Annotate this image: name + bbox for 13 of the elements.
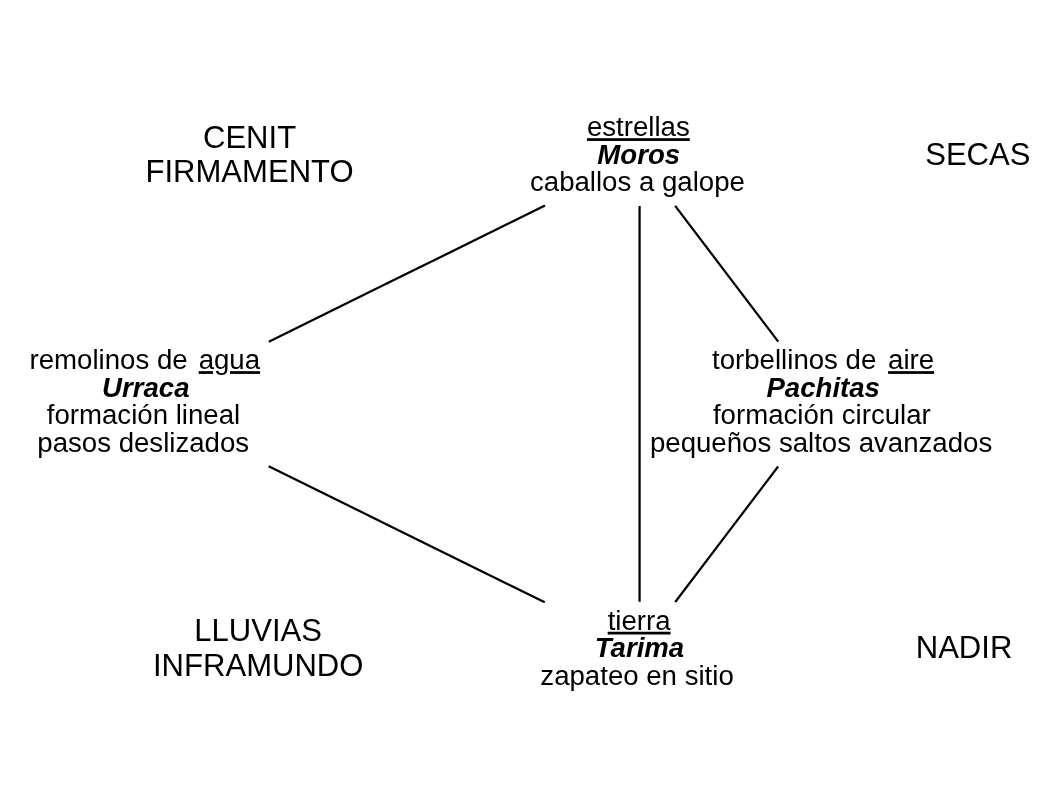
label: SECAS — [925, 136, 1031, 172]
node-text: estrellas Moros caballos a galope — [530, 111, 745, 198]
node-text: torbellinos de aire Pachitas formación circular pequeños saltos avanzados — [649, 344, 993, 458]
label: CENIT FIRMAMENTO — [145, 119, 354, 190]
connector — [674, 205, 780, 343]
node-text: remolinos de agua Urraca formación lineal pasos deslizados — [29, 344, 261, 458]
connector — [268, 204, 546, 343]
connector — [674, 465, 779, 603]
connector — [268, 465, 546, 604]
node-text: tierra Tarima zapateo en sitio — [540, 604, 734, 691]
label: LLUVIAS INFRAMUNDO — [152, 613, 364, 683]
label: NADIR — [915, 630, 1013, 666]
connector — [638, 205, 641, 602]
